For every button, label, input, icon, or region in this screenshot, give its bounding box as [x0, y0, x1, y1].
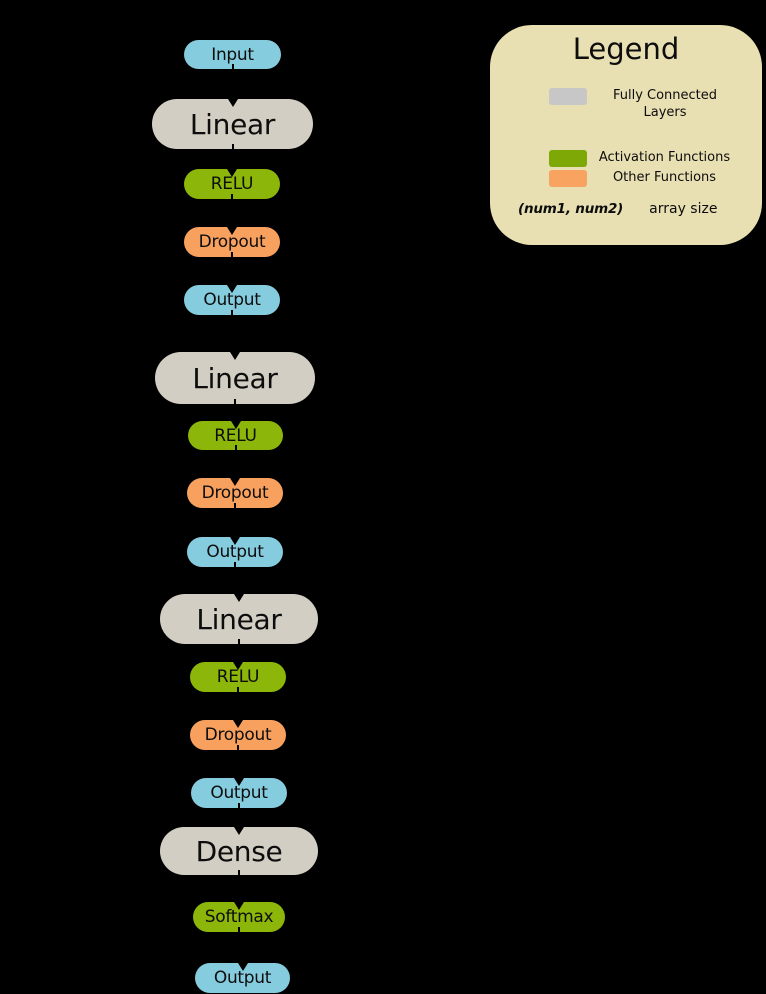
activation-swatch-icon [549, 150, 587, 167]
arrowhead-notch-icon [230, 537, 240, 545]
edge-stub-icon [237, 745, 239, 750]
node-output-4: Output [195, 963, 290, 993]
arrowhead-notch-icon [227, 99, 238, 107]
arrowhead-notch-icon [233, 720, 243, 728]
node-relu-2: RELU [188, 421, 283, 450]
other-swatch-icon [549, 170, 587, 187]
node-softmax-1: Softmax [193, 902, 285, 932]
arrowhead-notch-icon [227, 285, 237, 293]
node-output-1: Output [184, 285, 280, 315]
node-dropout-3: Dropout [190, 720, 286, 750]
node-label: RELU [214, 425, 257, 446]
arrowhead-notch-icon [234, 902, 244, 910]
node-linear-2: Linear [155, 352, 315, 404]
node-label: Output [210, 783, 268, 803]
legend-title: Legend [572, 32, 680, 66]
node-label: Dense [195, 834, 283, 868]
node-output-2: Output [187, 537, 283, 567]
edge-stub-icon [231, 310, 233, 315]
node-linear-1: Linear [152, 99, 313, 149]
arrowhead-notch-icon [227, 169, 237, 177]
edge-stub-icon [237, 687, 239, 692]
edge-stub-icon [231, 252, 233, 257]
node-relu-3: RELU [190, 662, 286, 692]
edge-stub-icon [234, 399, 236, 404]
node-input-1: Input [184, 40, 281, 69]
edge-stub-icon [234, 503, 236, 508]
node-label: Softmax [204, 907, 274, 927]
node-label: Dropout [198, 232, 266, 252]
legend-note: (num1, num2) array size [518, 201, 752, 217]
legend-label-fully-connected: Fully Connected Layers [612, 88, 718, 120]
arrowhead-notch-icon [227, 227, 237, 235]
edge-stub-icon [238, 927, 240, 932]
node-label: Linear [189, 107, 276, 141]
legend-row-activation: Activation Functions [490, 148, 762, 188]
edge-stub-icon [234, 445, 237, 450]
legend-row-other: Other Functions [490, 168, 762, 208]
node-dropout-2: Dropout [187, 478, 283, 508]
arrowhead-notch-icon [234, 827, 244, 835]
node-label: Dropout [204, 725, 272, 745]
legend-label-activation: Activation Functions [598, 150, 731, 165]
node-label: Output [206, 542, 264, 562]
legend-note-value: array size [649, 201, 718, 217]
edge-stub-icon [238, 639, 240, 644]
node-linear-3: Linear [160, 594, 318, 644]
arrowhead-notch-icon [237, 963, 248, 971]
arrowhead-notch-icon [234, 778, 244, 786]
node-dropout-1: Dropout [184, 227, 280, 257]
node-dense-1: Dense [160, 827, 318, 875]
node-label: Output [213, 968, 272, 988]
arrowhead-notch-icon [230, 352, 240, 360]
edge-stub-icon [231, 194, 233, 199]
arrowhead-notch-icon [230, 478, 240, 486]
node-label: Linear [196, 602, 282, 636]
node-output-3: Output [191, 778, 287, 808]
node-label: Linear [192, 361, 278, 395]
fully-connected-swatch-icon [549, 88, 587, 105]
legend-label-other: Other Functions [612, 170, 717, 185]
legend-note-key: (num1, num2) [518, 201, 624, 217]
node-label: Dropout [201, 483, 269, 503]
node-relu-1: RELU [184, 169, 280, 199]
edge-stub-icon [238, 803, 240, 808]
edge-stub-icon [231, 144, 234, 149]
legend-row-fully-connected: Fully Connected Layers [490, 86, 762, 126]
arrowhead-notch-icon [233, 662, 243, 670]
arrowhead-notch-icon [234, 594, 244, 602]
edge-stub-icon [238, 870, 240, 875]
node-label: RELU [216, 667, 260, 687]
node-label: RELU [210, 174, 254, 194]
node-label: Output [203, 290, 261, 310]
edge-stub-icon [234, 562, 236, 567]
node-label: Input [211, 44, 254, 65]
arrowhead-notch-icon [230, 421, 241, 429]
edge-stub-icon [231, 64, 234, 69]
legend-panel: Legend Fully Connected Layers Activation… [490, 25, 762, 245]
